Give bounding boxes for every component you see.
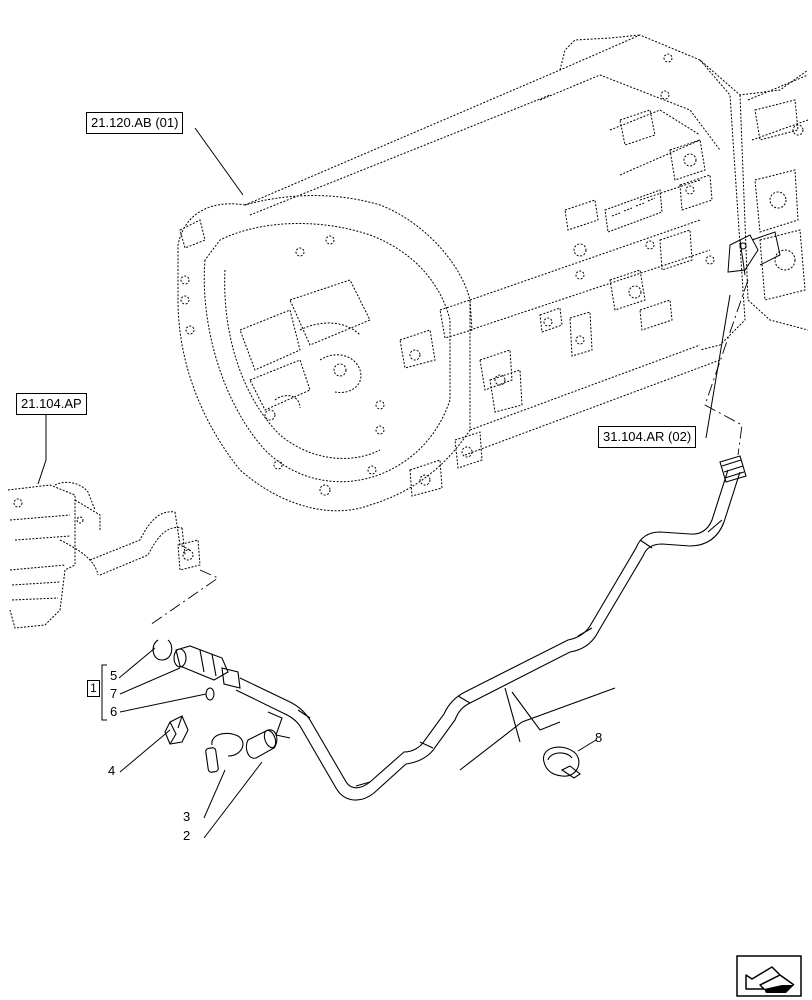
hose-clamp-large [543, 746, 580, 777]
transmission-housing [177, 34, 809, 512]
callout-5: 5 [110, 668, 118, 683]
leader-lines [37, 127, 731, 839]
casing-logo-plate [604, 189, 663, 233]
reference-right[interactable]: 31.104.AR (02) [598, 426, 697, 448]
callout-3: 3 [183, 809, 191, 824]
oil-pipe [235, 455, 747, 801]
small-parts [152, 639, 581, 779]
hex-nut [164, 715, 189, 745]
center-lines [149, 279, 749, 626]
callout-2: 2 [183, 828, 191, 843]
group-callout: 1 [87, 680, 100, 697]
reference-left[interactable]: 21.104.AP [16, 393, 87, 415]
snap-ring [152, 639, 173, 661]
callout-6: 6 [110, 704, 118, 719]
tee-fitting [175, 645, 229, 681]
next-page-arrow-icon[interactable] [736, 955, 802, 997]
section-lines [459, 687, 616, 771]
o-ring [205, 687, 215, 701]
callout-8: 8 [595, 730, 603, 745]
hose-clamp-small [211, 732, 244, 757]
valve-fitting [727, 231, 781, 276]
hose-sleeve [245, 729, 278, 759]
filter-assembly [7, 481, 201, 629]
callout-7: 7 [110, 686, 118, 701]
reference-top[interactable]: 21.120.AB (01) [86, 112, 184, 134]
callout-4: 4 [108, 763, 116, 778]
